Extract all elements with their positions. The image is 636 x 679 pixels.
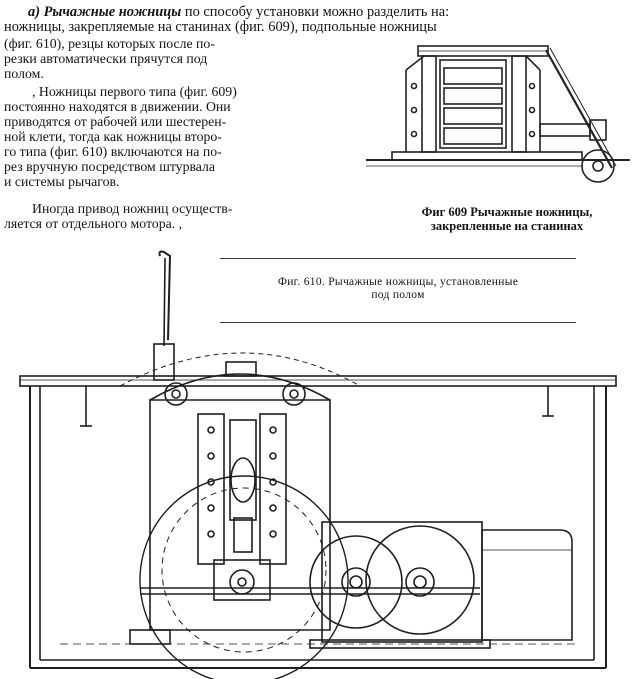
text-line: резки автоматически прячутся под — [4, 51, 208, 66]
text-line: постоянно находятся в движении. Они — [4, 99, 231, 114]
text-line: ной клети, тогда как ножницы второ- — [4, 129, 222, 144]
text-line: (фиг. 610), резцы которых после по- — [4, 36, 215, 51]
caption-line: Фиг. 610. Рычажные ножницы, установленны… — [277, 276, 519, 288]
paragraph-2: , Ножницы первого типа (фиг. 609) постоя… — [4, 84, 344, 189]
text-line: , Ножницы первого типа (фиг. 609) — [32, 84, 237, 99]
text-line: Иногда привод ножниц осуществ- — [32, 201, 233, 216]
intro-line-2: ножницы, закрепляемые на станинах (фиг. … — [4, 19, 437, 35]
figure-610-caption: Фиг. 610. Рычажные ножницы, установленны… — [220, 276, 576, 302]
paragraph-3: Иногда привод ножниц осуществ- ляется от… — [4, 201, 344, 231]
caption-line: Фиг 609 Рычажные ножницы, — [421, 205, 593, 219]
figure-609-caption: Фиг 609 Рычажные ножницы, закрепленные н… — [378, 205, 636, 233]
text-line: рез вручную посредством штурвала — [4, 159, 216, 174]
text-line: го типа (фиг. 610) включаются на по- — [4, 144, 222, 159]
text-line: приводятся от рабочей или шестерен- — [4, 114, 227, 129]
intro-lead-rest: по способу установки можно разделить на: — [181, 4, 450, 20]
text-line: ляется от отдельного мотора. , — [4, 216, 183, 231]
caption-rule-top — [220, 258, 576, 259]
text-line: и системы рычагов. — [4, 174, 120, 189]
intro-line-1: а) Рычажные ножницы по способу установки… — [28, 4, 636, 20]
caption-line: закрепленные на станинах — [430, 219, 584, 233]
caption-line: под полом — [371, 289, 425, 301]
figure-610-drawing — [19, 250, 617, 679]
figure-609-drawing — [366, 45, 630, 183]
paragraph-1: (фиг. 610), резцы которых после по- резк… — [4, 36, 344, 81]
text-line: полом. — [4, 66, 44, 81]
caption-rule-bottom — [220, 322, 576, 323]
intro-lead-italic: а) Рычажные ножницы — [28, 4, 182, 20]
